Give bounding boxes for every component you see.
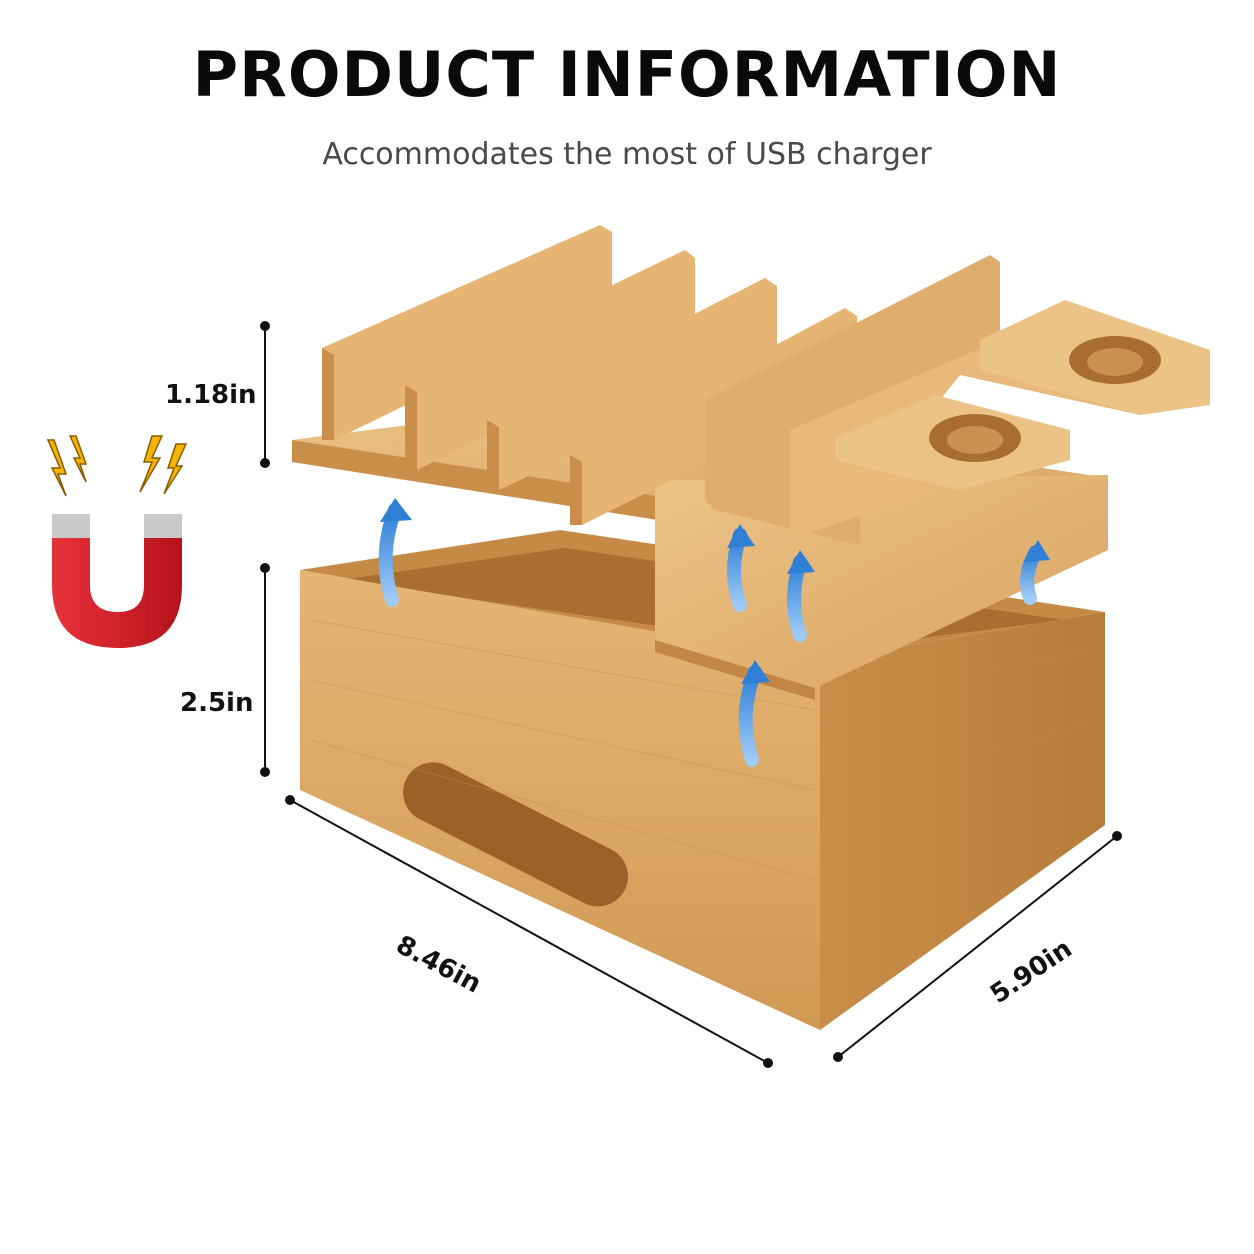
magnet-icon: [52, 514, 182, 648]
box-front-face: [300, 570, 820, 1030]
width-dot-a: [285, 795, 295, 805]
box-side-face: [820, 612, 1105, 1030]
dimension-label-top-height: 1.18in: [165, 380, 257, 410]
page-title: PRODUCT INFORMATION: [192, 38, 1062, 111]
watch-stand: [705, 255, 1210, 545]
depth-line: [837, 835, 1118, 1058]
lightning-icon: [46, 435, 88, 497]
height-box-dot-a: [260, 563, 270, 573]
magnet-pole-left: [52, 514, 90, 538]
height-box-dot-b: [260, 767, 270, 777]
width-dot-b: [763, 1058, 773, 1068]
depth-dot-a: [833, 1052, 843, 1062]
dimension-lines: [260, 321, 1122, 1068]
page-subtitle: Accommodates the most of USB charger: [322, 137, 932, 172]
box-wood-grain: [309, 619, 1101, 881]
divider-2: [405, 250, 695, 470]
divider-1: [322, 225, 612, 440]
height-top-dot-a: [260, 321, 270, 331]
box-handle-slot: [403, 762, 628, 907]
height-top-dot-b: [260, 458, 270, 468]
dimension-label-box-height: 2.5in: [180, 688, 254, 718]
magnet-pole-right: [144, 514, 182, 538]
divider-3: [487, 278, 777, 490]
width-line: [289, 799, 769, 1064]
depth-dot-b: [1112, 831, 1122, 841]
tray-front-plate: [655, 475, 1108, 700]
lift-arrow-heads: [380, 498, 1050, 684]
lightning-icon-right: [139, 435, 188, 495]
